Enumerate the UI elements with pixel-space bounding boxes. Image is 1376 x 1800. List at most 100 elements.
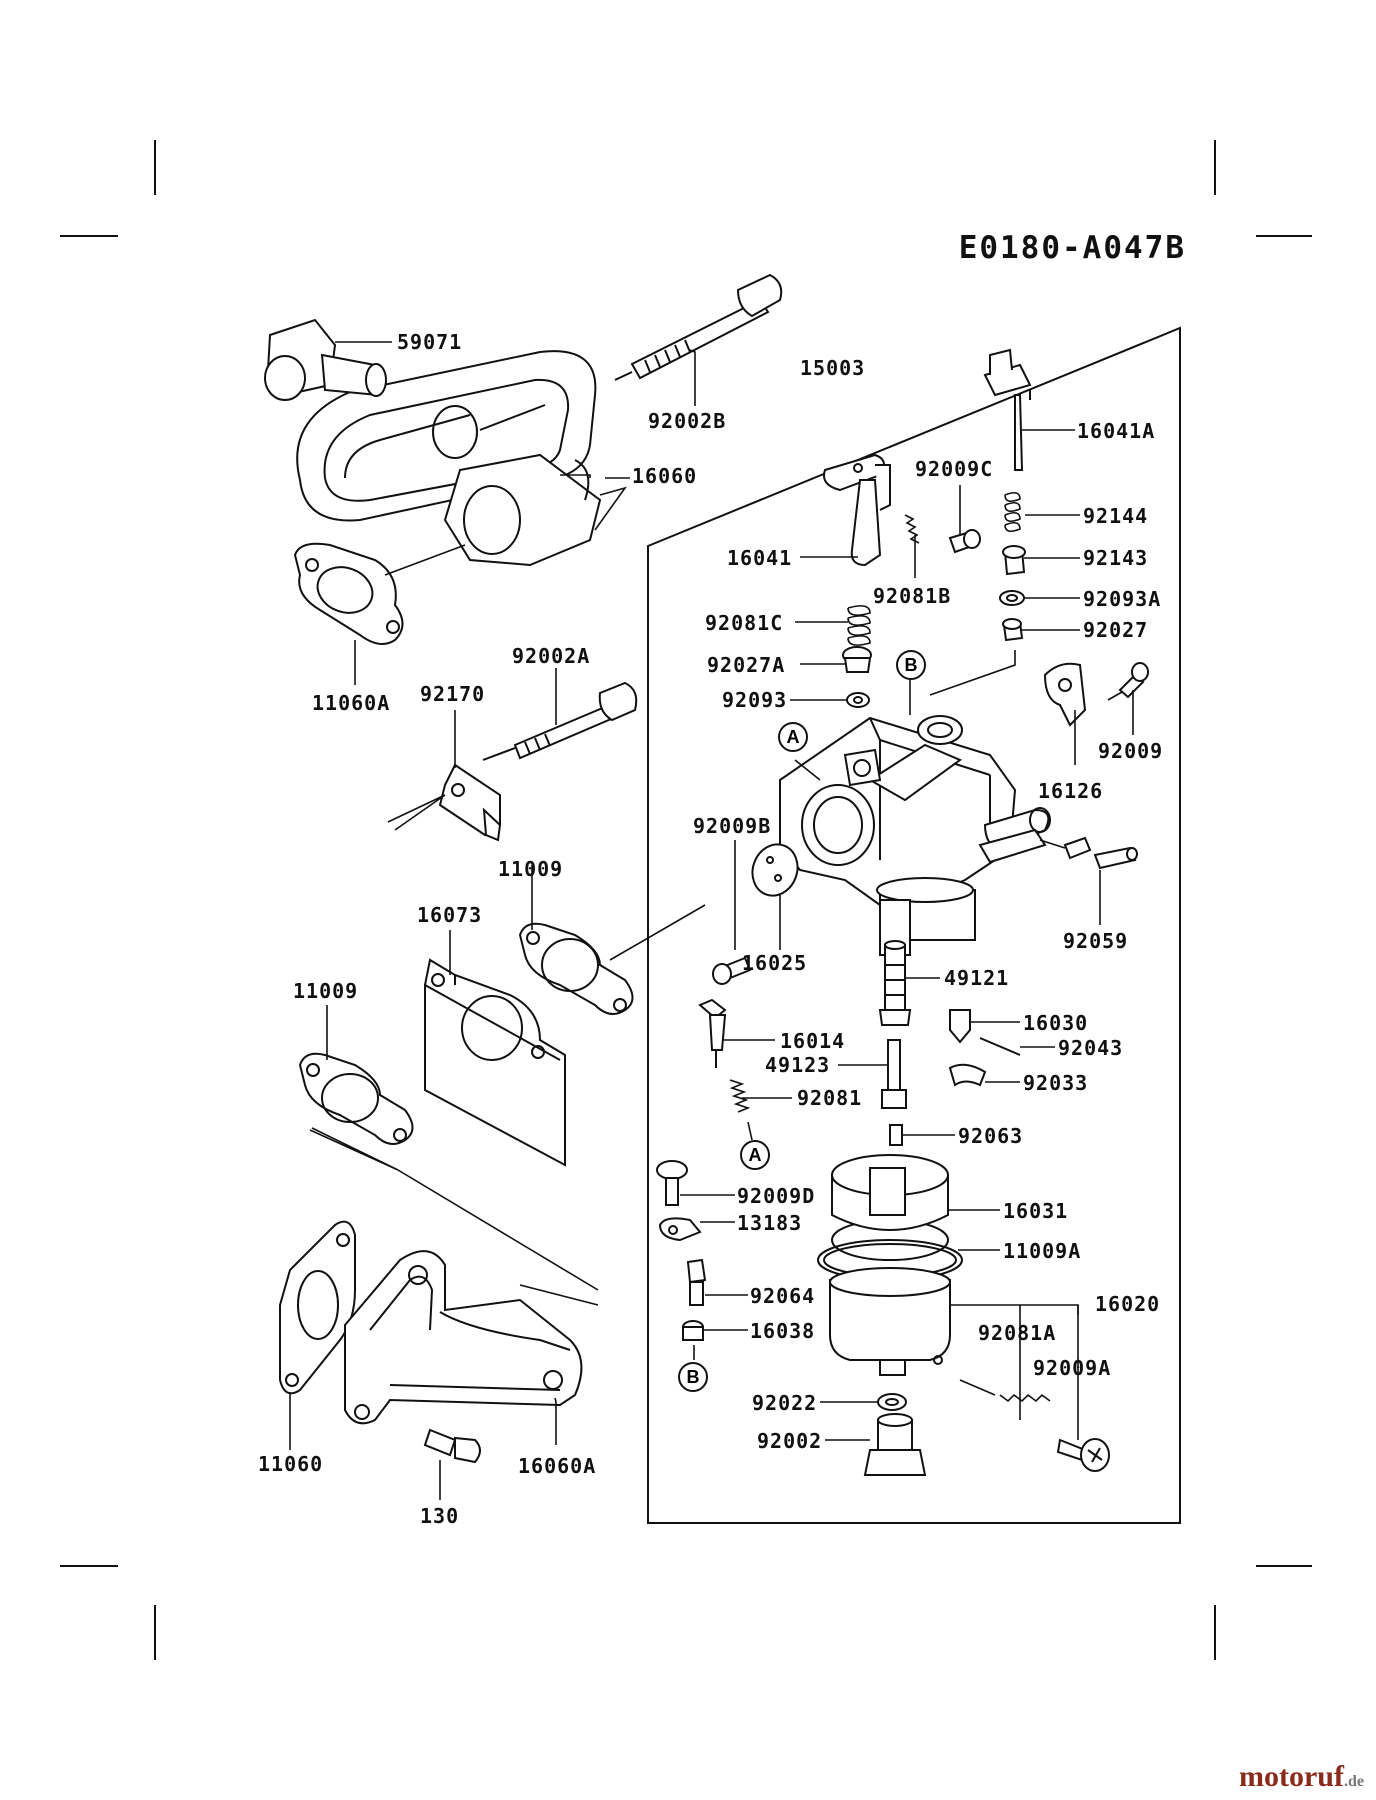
part-label: 49121 [944,966,1010,990]
part-label: 92009C [915,457,994,481]
diagram-code: E0180-A047B [958,230,1186,266]
jet-49123 [838,1039,907,1109]
part-label: 92143 [1083,546,1149,570]
clip-92033 [948,1063,1020,1087]
brand-tld: .de [1344,1773,1364,1790]
pin-92059 [1039,836,1138,925]
part-92027 [1002,618,1080,642]
part-label: 59071 [397,330,463,354]
pin-92043 [979,1037,1055,1056]
screw-92009D [656,1160,735,1206]
air-horn-16060 [264,318,602,567]
part-label: 92081 [797,1086,863,1110]
plate-16126 [1043,662,1087,765]
part-label: 92009 [1098,739,1164,763]
part-label: 92059 [1063,929,1129,953]
part-92143 [1002,545,1080,576]
bolt-92002B [614,273,783,406]
screw-92009C [948,485,981,554]
part-label: 11060A [312,691,391,715]
clip-13183 [658,1217,735,1242]
plate-92170 [387,710,502,842]
spring-92081C [795,605,871,646]
part-label: 92022 [752,1391,818,1415]
part-92064 [686,1258,748,1306]
part-label: 92081A [978,1321,1057,1345]
part-label: 16126 [1038,779,1104,803]
insulator-16073 [424,930,566,1167]
part-label: 92009A [1033,1356,1112,1380]
part-label: 16025 [742,951,808,975]
screw-92009A [1056,1420,1110,1472]
spring-92144 [1004,491,1080,533]
bolt-92002 [825,1413,927,1476]
part-label: 11009A [1003,1239,1082,1263]
part-label: 92093A [1083,587,1162,611]
part-label: 92093 [722,688,788,712]
part-label: 16020 [1095,1292,1161,1316]
washer-92022 [820,1393,907,1411]
assembly-frame [647,326,1181,1524]
gasket-11060A [293,542,466,685]
part-label: 15003 [800,356,866,380]
part-label: 16041A [1077,419,1156,443]
part-label: 49123 [765,1053,831,1077]
part-label: 16041 [727,546,793,570]
brand-watermark: motoruf.de [1239,1760,1364,1794]
marker-b-jet: B [678,1362,708,1392]
part-16038 [682,1320,748,1360]
part-label: 130 [420,1504,460,1528]
part-label: 92081C [705,611,784,635]
part-label: 16014 [780,1029,846,1053]
part-label: 92063 [958,1124,1024,1148]
part-label: 92033 [1023,1071,1089,1095]
crop-marks [60,140,1312,1660]
part-label: 92170 [420,682,486,706]
screw-92009 [1107,662,1149,735]
part-label: 92043 [1058,1036,1124,1060]
lever-16041A [983,348,1032,471]
spring-92081 [729,1079,792,1141]
part-label: 13183 [737,1211,803,1235]
part-label: 92064 [750,1284,816,1308]
gasket-11060 [279,1220,356,1450]
part-label: 16073 [417,903,483,927]
part-label: 92002B [648,409,727,433]
spring-92081B [904,514,920,578]
part-label: 11009 [498,857,564,881]
carburetor-body [779,715,1051,956]
part-label: 16031 [1003,1199,1069,1223]
manifold-16060A [344,1250,583,1445]
washer-92093 [790,692,870,708]
part-label: 92081B [873,584,952,608]
part-label: 92027 [1083,618,1149,642]
bolt-130 [423,1428,481,1500]
part-label: 92009D [737,1184,816,1208]
part-label: 92009B [693,814,772,838]
part-label: 16060 [632,464,698,488]
part-label: 92002 [757,1429,823,1453]
part-label: 92002A [512,644,591,668]
part-label: 92027A [707,653,786,677]
screw-92009B [712,840,752,985]
bolt-92002A [482,668,638,761]
part-label: 11009 [293,979,359,1003]
washer-92093A [999,590,1080,606]
tube-49121 [878,940,940,1026]
part-label: 16038 [750,1319,816,1343]
part-label: 92144 [1083,504,1149,528]
part-92027A [800,646,872,673]
part-label: 16030 [1023,1011,1089,1035]
brand-name: motoruf [1239,1760,1344,1793]
gasket-11009-upper [518,865,706,1015]
marker-a-body: A [778,722,808,752]
part-label: 11060 [258,1452,324,1476]
part-92063 [889,1124,955,1146]
marker-b-body: B [896,650,926,680]
marker-a-screw: A [740,1140,770,1170]
part-label: 16060A [518,1454,597,1478]
plate-16025 [751,843,799,950]
gasket-11009-lower [298,1005,414,1145]
